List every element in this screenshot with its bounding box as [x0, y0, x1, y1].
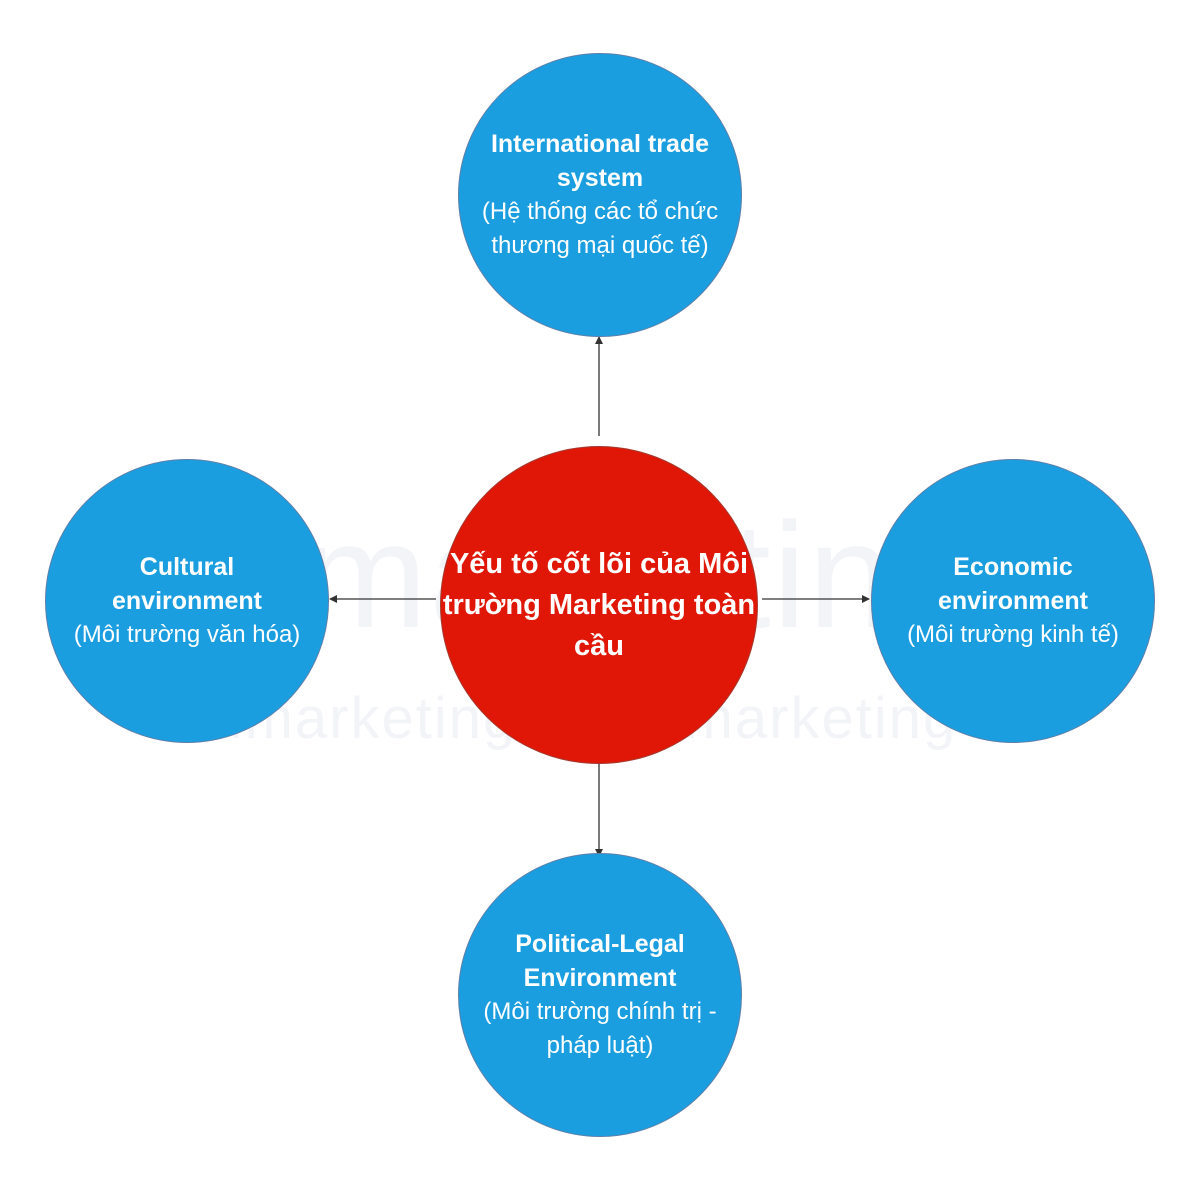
node-title: Cultural environment	[111, 553, 263, 615]
node-cultural-environment: Cultural environment (Môi trường văn hóa…	[45, 459, 329, 743]
node-economic-environment: Economic environment (Môi trường kinh tế…	[871, 459, 1155, 743]
node-subtitle: (Hệ thống các tổ chức thương mại quốc tế…	[481, 198, 719, 259]
node-subtitle: (Môi trường kinh tế)	[907, 621, 1119, 648]
node-center-core-factors: Yếu tố cốt lõi của Môi trường Marketing …	[440, 446, 758, 764]
node-political-legal-environment: Political-Legal Environment (Môi trường …	[458, 853, 742, 1137]
node-subtitle: (Môi trường chính trị - pháp luật)	[483, 998, 717, 1059]
node-international-trade-system: International trade system (Hệ thống các…	[458, 53, 742, 337]
node-title: Economic environment	[937, 553, 1089, 615]
node-title: Political-Legal Environment	[515, 930, 685, 992]
node-subtitle: (Môi trường văn hóa)	[73, 621, 301, 648]
node-title: International trade system	[490, 130, 710, 192]
center-title: Yếu tố cốt lõi của Môi trường Marketing …	[442, 547, 756, 662]
